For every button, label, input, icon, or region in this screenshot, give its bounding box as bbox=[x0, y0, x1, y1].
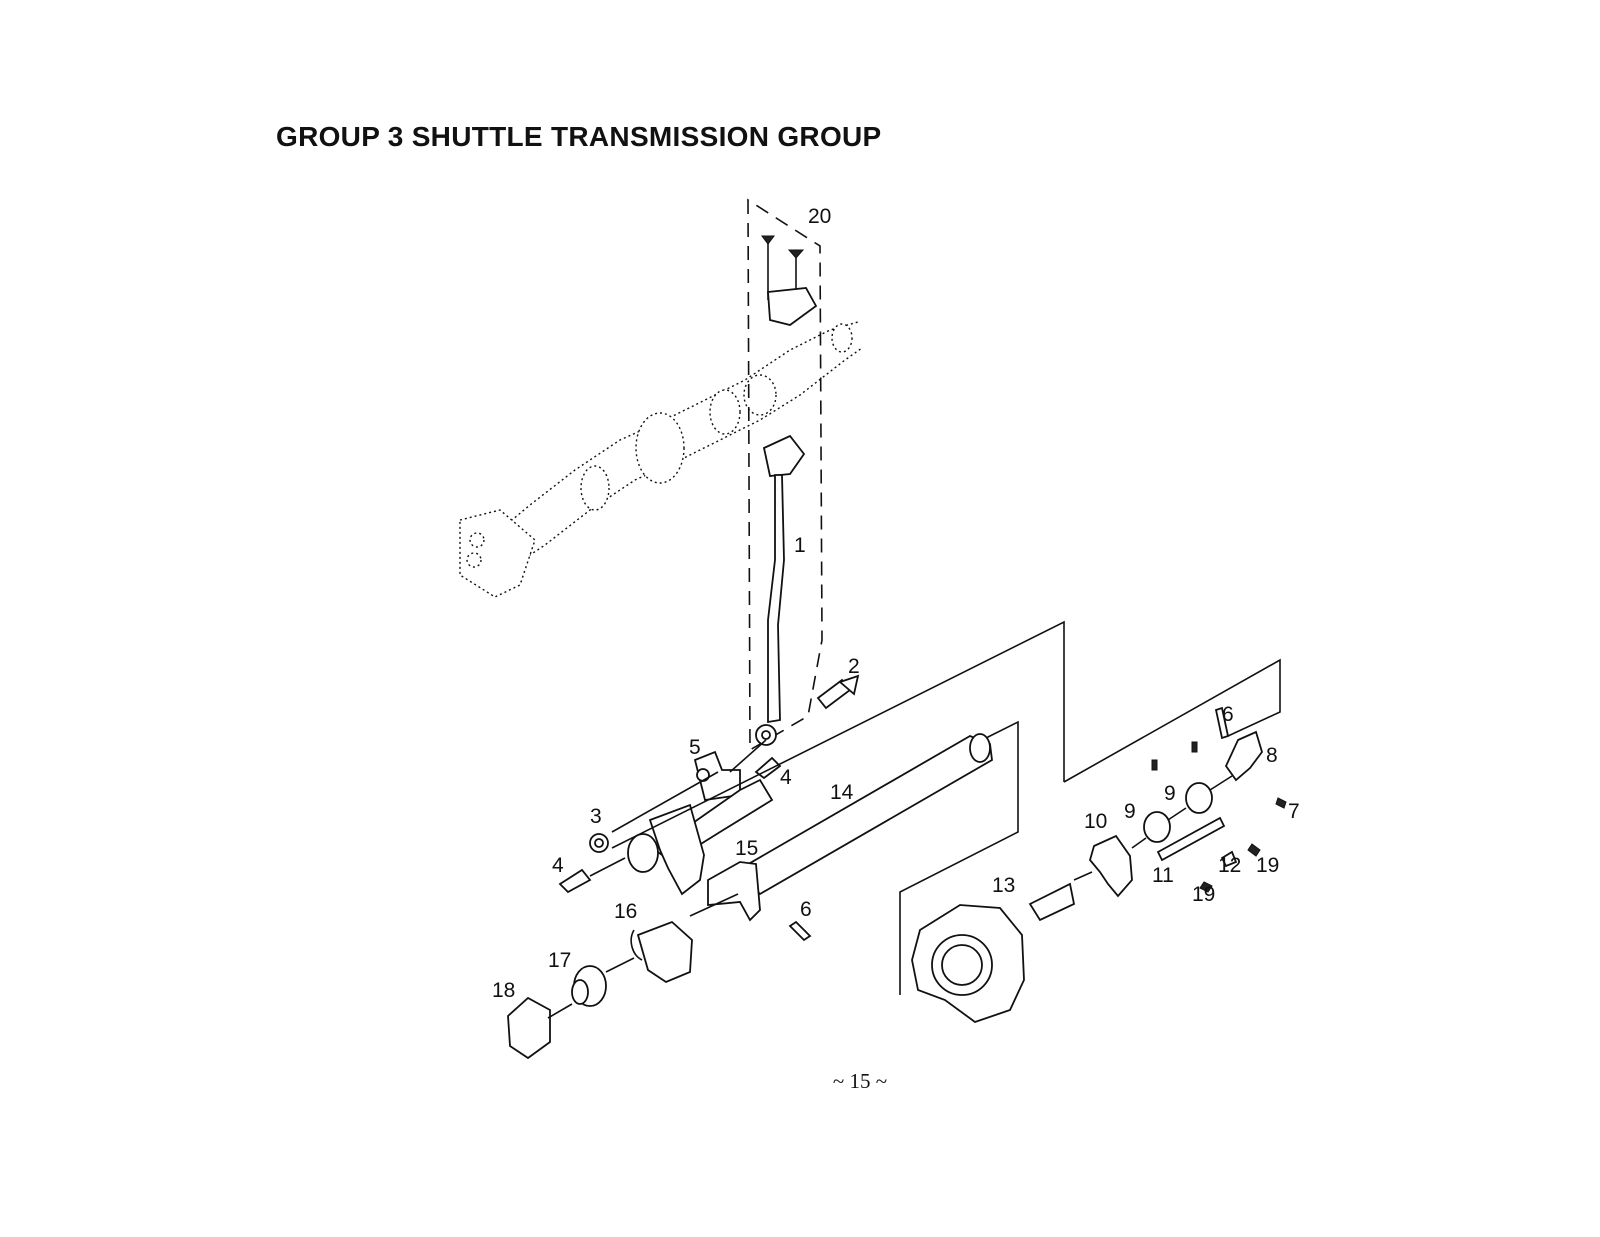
shuttle-rocker-parts bbox=[1143, 706, 1287, 893]
lower-shaft bbox=[736, 733, 993, 896]
callout-labels: 20 1 2 5 4 4 3 14 15 6 16 17 18 6 8 9 9 … bbox=[492, 205, 1300, 1002]
callout-16: 16 bbox=[614, 900, 637, 923]
callout-4-upper: 4 bbox=[780, 766, 792, 789]
right-assembly-boundary bbox=[611, 620, 1281, 849]
rocker-arm bbox=[1089, 834, 1133, 898]
shuttle-race bbox=[911, 882, 1076, 1024]
callout-19-lower: 19 bbox=[1192, 883, 1215, 906]
callout-8: 8 bbox=[1266, 744, 1278, 767]
rocker-shaft-assembly bbox=[627, 778, 774, 896]
callout-5: 5 bbox=[689, 736, 701, 759]
callout-9-left: 9 bbox=[1124, 800, 1136, 823]
callout-14: 14 bbox=[830, 781, 854, 804]
callout-11: 11 bbox=[1152, 864, 1174, 887]
pin-lower bbox=[788, 920, 812, 942]
main-shaft-reference bbox=[459, 321, 863, 598]
callout-10: 10 bbox=[1084, 810, 1107, 833]
callout-12: 12 bbox=[1218, 854, 1241, 877]
small-hardware bbox=[558, 750, 782, 894]
callout-20: 20 bbox=[808, 205, 831, 228]
callout-13: 13 bbox=[992, 874, 1015, 897]
callout-9-right: 9 bbox=[1164, 782, 1176, 805]
callout-7: 7 bbox=[1288, 800, 1300, 823]
callout-1: 1 bbox=[794, 534, 806, 557]
oil-wick-screw bbox=[816, 674, 860, 710]
inner-boundary bbox=[899, 720, 1019, 995]
assembly-20-boundary bbox=[747, 198, 823, 752]
hook bbox=[630, 920, 693, 984]
callout-17: 17 bbox=[548, 949, 571, 972]
callout-19-right: 19 bbox=[1256, 854, 1279, 877]
callout-4-lower: 4 bbox=[552, 854, 564, 877]
bearing-cap bbox=[761, 235, 818, 326]
connecting-rod bbox=[755, 434, 806, 746]
callout-2: 2 bbox=[848, 655, 860, 678]
callout-18: 18 bbox=[492, 979, 515, 1002]
shaft-bushing bbox=[707, 861, 761, 922]
bobbin bbox=[571, 965, 607, 1007]
callout-6-upper: 6 bbox=[1222, 703, 1234, 726]
bobbin-case bbox=[507, 996, 551, 1060]
leader-lines bbox=[547, 739, 1233, 1019]
callout-15: 15 bbox=[735, 837, 758, 860]
callout-3: 3 bbox=[590, 805, 602, 828]
page-number: ~ 15 ~ bbox=[832, 1069, 888, 1093]
callout-6-lower: 6 bbox=[800, 898, 812, 921]
page-title: GROUP 3 SHUTTLE TRANSMISSION GROUP bbox=[276, 121, 882, 152]
